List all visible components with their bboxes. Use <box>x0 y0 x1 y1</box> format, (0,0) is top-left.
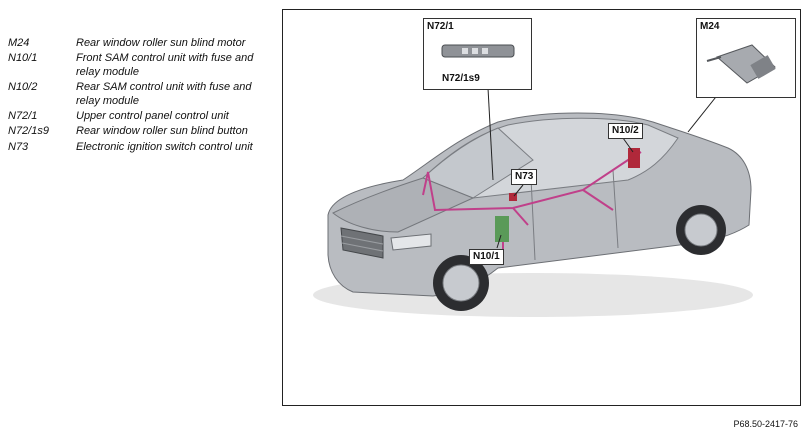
inset-title: M24 <box>700 21 720 32</box>
callout-n73: N73 <box>511 169 538 185</box>
callout-n10-1: N10/1 <box>469 249 504 265</box>
legend-desc: Electronic ignition switch control unit <box>76 140 253 153</box>
legend-desc: Rear window roller sun blind button <box>76 125 248 138</box>
motor-icon <box>706 44 776 84</box>
legend-code: N10/1 <box>8 52 38 65</box>
legend-code: N73 <box>8 140 29 153</box>
inset-n72-1: N72/1 N72/1s9 <box>423 18 532 90</box>
legend-row-n10-1: N10/1 Front SAM control unit with fuse a… <box>8 52 270 79</box>
inset-subtitle: N72/1s9 <box>442 73 480 84</box>
legend-row-n72-1s9: N72/1s9 Rear window roller sun blind but… <box>8 125 270 138</box>
car-headlight <box>390 233 432 251</box>
module-n73 <box>509 193 517 201</box>
legend-code: N72/1 <box>8 110 38 123</box>
legend-desc: Rear SAM control unit with fuse and rela… <box>76 81 252 107</box>
legend-row-n10-2: N10/2 Rear SAM control unit with fuse an… <box>8 81 270 108</box>
legend-desc: Rear window roller sun blind motor <box>76 37 246 49</box>
module-n10-2 <box>628 148 640 168</box>
leader-n10-2 <box>622 137 634 153</box>
leader-n10-1 <box>496 234 502 249</box>
leader-n72 <box>487 87 494 181</box>
legend-code: N10/2 <box>8 81 38 94</box>
figure-id: P68.50-2417-76 <box>733 419 798 429</box>
legend-desc: Upper control panel control unit <box>76 110 229 123</box>
legend-row-m24: M24 Rear window roller sun blind motor <box>8 37 270 50</box>
control-panel-icon <box>441 44 515 58</box>
leader-n73 <box>513 184 524 197</box>
legend-row-n73: N73 Electronic ignition switch control u… <box>8 141 270 154</box>
legend-list: M24 Rear window roller sun blind motor N… <box>8 37 270 156</box>
car-diagram-figure: N72/1 N72/1s9 M24 N73 N10/1 N10/2 <box>282 9 801 406</box>
legend-row-n72-1: N72/1 Upper control panel control unit <box>8 110 270 123</box>
module-n10-1 <box>495 216 509 242</box>
legend-code: N72/1s9 <box>8 125 49 138</box>
wiring-harness <box>422 151 642 260</box>
inset-m24: M24 <box>696 18 796 98</box>
car-illustration <box>313 77 753 317</box>
inset-title: N72/1 <box>427 21 454 32</box>
car-hood <box>332 177 475 233</box>
legend-desc: Front SAM control unit with fuse and rel… <box>76 52 254 78</box>
callout-n10-2: N10/2 <box>608 123 643 139</box>
legend-code: M24 <box>8 37 30 49</box>
car-windshield <box>422 127 534 199</box>
